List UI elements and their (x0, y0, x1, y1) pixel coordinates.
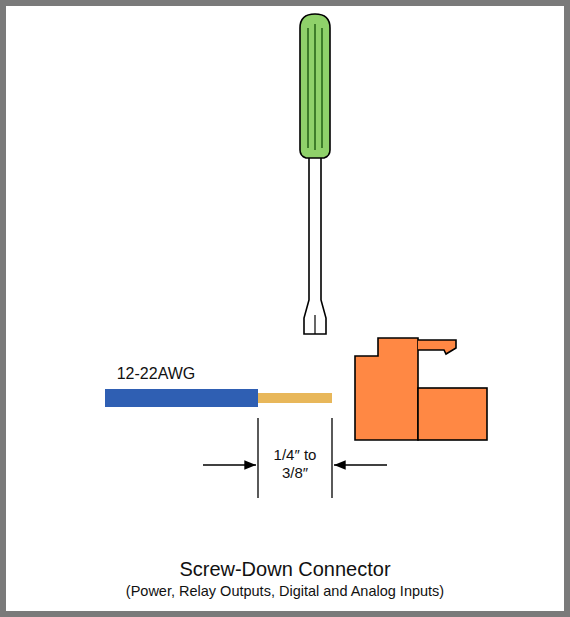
dimension-label: 1/4″ to 3/8″ (263, 446, 327, 482)
blade-line (314, 315, 315, 334)
connector-latch (418, 340, 456, 354)
wire-insulation (105, 389, 258, 407)
frame (3, 3, 567, 614)
connector-body (355, 338, 418, 440)
caption-title: Screw-Down Connector (25, 557, 545, 581)
wire-conductor (258, 393, 332, 403)
screwdriver-shaft (304, 150, 326, 334)
usage-note: (Power, Relay Outputs, Digital and Analo… (15, 583, 555, 600)
connector-plug (418, 388, 487, 440)
screwdriver-handle (300, 14, 330, 158)
handle-grooves (308, 24, 322, 150)
wire-gauge-label: 12-22AWG (91, 364, 221, 383)
dimension-lines (203, 418, 387, 498)
